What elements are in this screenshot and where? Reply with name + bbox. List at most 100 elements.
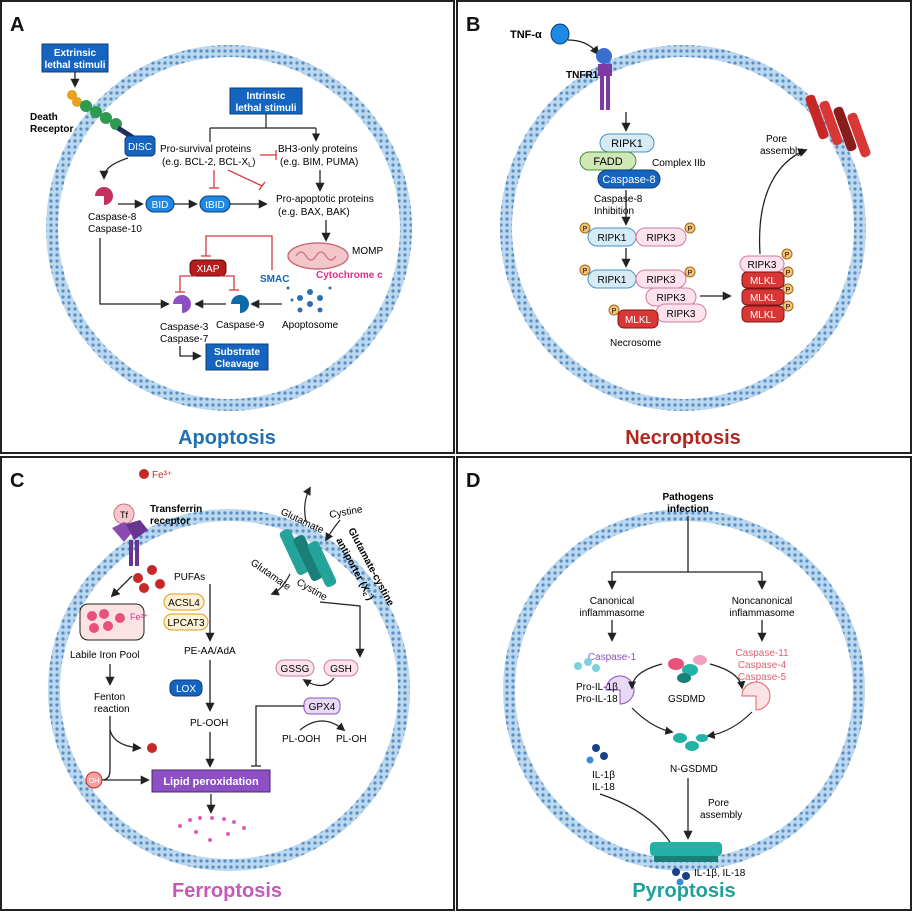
pathogens-label-2: infection — [667, 504, 709, 515]
pro-il18-label: Pro-IL-18 — [576, 694, 618, 705]
gssg-label: GSSG — [281, 664, 310, 675]
membrane-rupture-icon — [178, 816, 246, 842]
smac-label: SMAC — [260, 274, 289, 285]
phospho-markers: P P — [579, 222, 696, 234]
panel-pyroptosis: D Pathogens infection Canonical inflamma… — [466, 470, 795, 902]
prosurvival-title: Pro-survival proteins — [160, 144, 251, 155]
caspase-3-icon — [173, 295, 191, 313]
tnfa-label: TNF-α — [510, 29, 542, 41]
fadd-label: FADD — [593, 156, 622, 168]
svg-text:P: P — [612, 308, 617, 315]
svg-text:P: P — [786, 287, 791, 294]
ripk1-label-3: RIPK1 — [598, 275, 627, 286]
svg-text:P: P — [786, 304, 791, 311]
labile-iron-icon — [87, 609, 125, 633]
gpx4-label: GPX4 — [309, 702, 336, 713]
momp-label: MOMP — [352, 246, 383, 257]
lipid-peroxidation-label: Lipid peroxidation — [163, 776, 259, 788]
inhibition-label-1: Caspase-8 — [594, 194, 643, 205]
panel-ferroptosis: C Fe³⁺ Tf Transferrin receptor Fe²⁺ Labi… — [10, 469, 396, 902]
oh-label: OH — [89, 778, 100, 785]
labile-iron-label: Labile Iron Pool — [70, 650, 140, 661]
smac-xiap-inhibit — [201, 235, 273, 270]
caspase-5-label: Caspase-5 — [738, 672, 787, 683]
tf-label: Tf — [120, 510, 128, 520]
mlkl-pore-icon — [805, 94, 871, 158]
caspase-8-b-label: Caspase-8 — [602, 174, 655, 186]
proapoptotic-examples: (e.g. BAX, BAK) — [278, 207, 350, 218]
pore-b-label-2: assembly — [760, 146, 802, 157]
tbid-label: tBID — [205, 200, 224, 211]
bh3-title: BH3-only proteins — [278, 144, 357, 155]
caspase-7-label: Caspase-7 — [160, 334, 209, 345]
prosurvival-examples: (e.g. BCL-2, BCL-XL) — [162, 157, 255, 169]
panel-title-pyroptosis: Pyroptosis — [632, 880, 735, 902]
canonical-label-2: inflammasome — [579, 608, 644, 619]
caspase-3-label: Caspase-3 — [160, 322, 209, 333]
acsl4-label: ACSL4 — [168, 598, 200, 609]
n-gsdmd-icon — [673, 733, 708, 751]
fe3-label: Fe³⁺ — [152, 470, 172, 481]
mlkl-label-3: MLKL — [750, 310, 777, 321]
panel-letter-a: A — [10, 14, 24, 36]
pore-b-label-1: Pore — [766, 134, 788, 145]
noncanonical-label-2: inflammasome — [729, 608, 794, 619]
il-release-label: IL-1β, IL-18 — [694, 868, 746, 879]
antiporter-icon — [279, 529, 337, 587]
apoptosome-label: Apoptosome — [282, 320, 339, 331]
caspase-11-label: Caspase-11 — [735, 648, 789, 659]
caspase-10-label: Caspase-10 — [88, 224, 142, 235]
gsdmd-label: GSDMD — [668, 694, 705, 705]
panel-letter-c: C — [10, 470, 24, 492]
transferrin-label-2: receptor — [150, 516, 190, 527]
panel-title-ferroptosis: Ferroptosis — [172, 880, 282, 902]
transferrin-receptor-icon — [112, 503, 148, 566]
caspase-1-label: Caspase-1 — [588, 652, 637, 663]
caspase-4-label: Caspase-4 — [738, 660, 787, 671]
caspase-8-icon — [95, 187, 113, 205]
pathogens-label-1: Pathogens — [662, 492, 714, 503]
cytochrome-label: Cytochrome c — [316, 270, 383, 281]
death-receptor-label-1: Death — [30, 112, 58, 123]
complex-iib-label: Complex IIb — [652, 158, 706, 169]
panel-letter-b: B — [466, 14, 480, 36]
ripk3-label-4: RIPK3 — [667, 309, 696, 320]
xiap-label: XIAP — [197, 264, 220, 275]
tnfr1-receptor-icon — [596, 48, 612, 110]
panel-apoptosis: A Extrinsic lethal stimuli Death Recepto… — [10, 14, 383, 449]
mlkl-label-1: MLKL — [750, 276, 777, 287]
ripk3-label-1: RIPK3 — [647, 233, 676, 244]
cell-membranes — [46, 45, 866, 871]
il-release-icon — [672, 868, 690, 886]
disc-label: DISC — [128, 142, 152, 153]
ripk1-label-1: RIPK1 — [611, 138, 643, 150]
caspase-9-label: Caspase-9 — [216, 320, 265, 331]
ripk3-label-2: RIPK3 — [647, 275, 676, 286]
proapoptotic-title: Pro-apoptotic proteins — [276, 194, 374, 205]
panel-letter-d: D — [466, 470, 480, 492]
substrate-label-1: Substrate — [214, 347, 261, 358]
svg-text:P: P — [583, 268, 588, 275]
pro-il1b-label: Pro-IL-1β — [576, 682, 618, 693]
gsdmd-pore-icon — [650, 842, 722, 862]
tnfa-icon — [550, 23, 570, 45]
mlkl-label-2: MLKL — [750, 293, 777, 304]
pore-d-label-2: assembly — [700, 810, 742, 821]
svg-text:P: P — [688, 226, 693, 233]
panel-title-necroptosis: Necroptosis — [625, 427, 741, 449]
n-gsdmd-label: N-GSDMD — [670, 764, 718, 775]
canonical-label-1: Canonical — [590, 596, 634, 607]
caspase-8-label: Caspase-8 — [88, 212, 137, 223]
il1b-label: IL-1β — [592, 770, 615, 781]
svg-text:P: P — [785, 252, 790, 259]
fenton-label-2: reaction — [94, 704, 130, 715]
inhibition-label-2: Inhibition — [594, 206, 634, 217]
substrate-label-2: Cleavage — [215, 359, 259, 370]
inhibition-lines-a — [209, 150, 277, 191]
extrinsic-label-1: Extrinsic — [54, 48, 97, 59]
pufas-label: PUFAs — [174, 572, 205, 583]
svg-text:P: P — [688, 270, 693, 277]
